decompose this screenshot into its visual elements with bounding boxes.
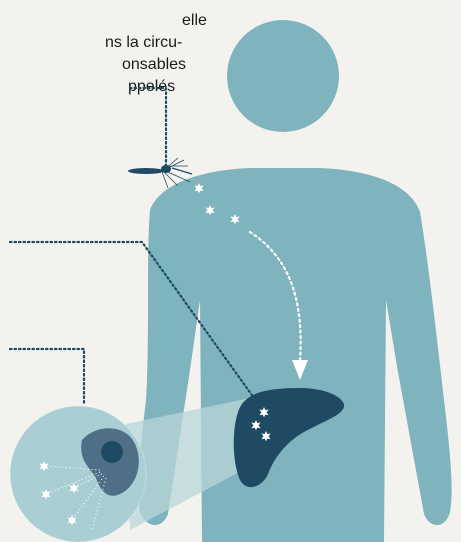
magnified-liver-cell xyxy=(10,406,146,542)
leader-cell xyxy=(10,349,84,404)
leader-mosquito xyxy=(130,88,166,166)
head xyxy=(227,20,339,132)
cell-nucleus xyxy=(101,441,123,463)
